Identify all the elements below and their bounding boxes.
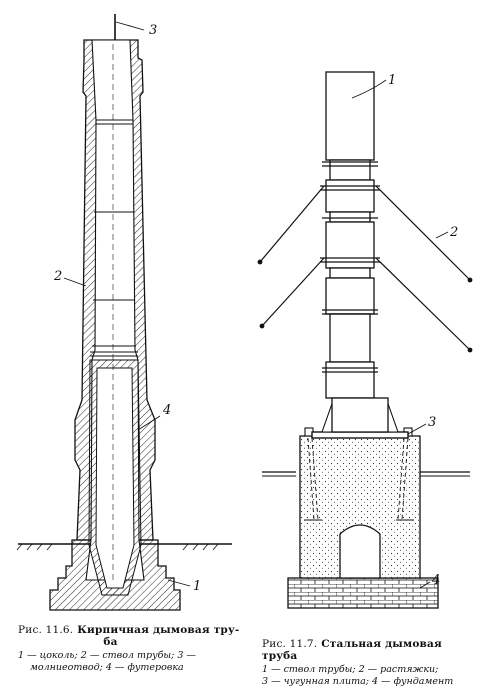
figure-title-cont: ба [103, 636, 118, 648]
steel-chimney-callouts [351, 79, 449, 589]
caption-fig-11-6: Рис. 11.6. Кирпичная дымовая тру- ба 1 —… [18, 624, 243, 674]
figure-number: Рис. 11.6. [18, 624, 74, 636]
caption-title-11-6: Рис. 11.6. Кирпичная дымовая тру- ба [18, 624, 243, 648]
caption-legend-11-7: 1 — ствол трубы; 2 — растяжки; 3 — чугун… [262, 664, 480, 688]
figure-title: Стальная дымовая труба [262, 638, 443, 662]
legend-line: 3 — чугунная плита; 4 — фундамент [262, 676, 454, 687]
callout-steel-3: 3 [428, 415, 436, 430]
callout-steel-2: 2 [449, 225, 458, 240]
callout-brick-1: 1 [193, 579, 201, 594]
caption-title-11-7: Рис. 11.7. Стальная дымовая труба [262, 638, 480, 662]
brick-chimney-drawing [16, 14, 232, 611]
callout-steel-1: 1 [388, 73, 396, 88]
legend-line: молниеотвод; 4 — футеровка [30, 662, 184, 673]
brick-chimney-callouts [63, 21, 191, 587]
callout-steel-4: 4 [431, 573, 440, 588]
callout-brick-2: 2 [53, 269, 62, 284]
callout-brick-3: 3 [149, 23, 157, 38]
steel-chimney-foundation [287, 577, 439, 609]
cast-iron-plate [311, 431, 409, 439]
guy-wires [259, 185, 471, 351]
legend-line: 1 — цоколь; 2 — ствол трубы; 3 — [18, 650, 196, 661]
legend-line: 1 — ствол трубы; 2 — растяжки; [262, 664, 439, 675]
figure-title: Кирпичная дымовая тру- [77, 624, 240, 636]
caption-legend-11-6: 1 — цоколь; 2 — ствол трубы; 3 — молниео… [18, 650, 243, 674]
steel-chimney-drawing [257, 71, 473, 609]
caption-fig-11-7: Рис. 11.7. Стальная дымовая труба 1 — ст… [262, 638, 480, 688]
figure-number: Рис. 11.7. [262, 638, 318, 650]
callout-brick-4: 4 [162, 403, 171, 418]
